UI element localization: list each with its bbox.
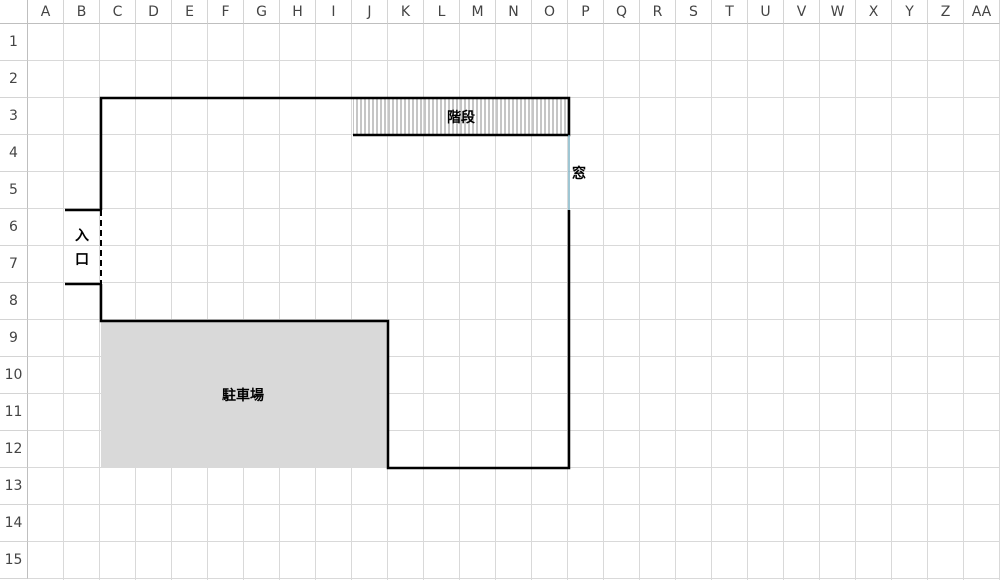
row-header-3[interactable]: 3 (0, 98, 28, 135)
parking-label: 駐車場 (222, 388, 264, 404)
column-header-r[interactable]: R (640, 0, 676, 24)
row-header-9[interactable]: 9 (0, 320, 28, 357)
column-header-j[interactable]: J (352, 0, 388, 24)
column-header-x[interactable]: X (856, 0, 892, 24)
column-header-g[interactable]: G (244, 0, 280, 24)
column-header-a[interactable]: A (28, 0, 64, 24)
column-header-w[interactable]: W (820, 0, 856, 24)
column-header-v[interactable]: V (784, 0, 820, 24)
column-header-l[interactable]: L (424, 0, 460, 24)
row-header-8[interactable]: 8 (0, 283, 28, 320)
building-wall (99, 96, 571, 210)
entrance-label-bottom: 口 (75, 252, 89, 268)
column-header-z[interactable]: Z (928, 0, 964, 24)
row-header-4[interactable]: 4 (0, 135, 28, 172)
row-header-5[interactable]: 5 (0, 172, 28, 209)
parking-area (101, 321, 388, 467)
column-header-f[interactable]: F (208, 0, 244, 24)
column-header-q[interactable]: Q (604, 0, 640, 24)
row-header-13[interactable]: 13 (0, 468, 28, 505)
column-header-y[interactable]: Y (892, 0, 928, 24)
select-all-corner[interactable] (0, 0, 28, 24)
column-header-e[interactable]: E (172, 0, 208, 24)
column-header-o[interactable]: O (532, 0, 568, 24)
row-header-7[interactable]: 7 (0, 246, 28, 283)
column-header-k[interactable]: K (388, 0, 424, 24)
column-header-h[interactable]: H (280, 0, 316, 24)
row-header-14[interactable]: 14 (0, 505, 28, 542)
column-header-p[interactable]: P (568, 0, 604, 24)
window-label: 窓 (572, 166, 586, 182)
column-header-c[interactable]: C (100, 0, 136, 24)
stairs-label: 階段 (447, 110, 475, 126)
row-header-15[interactable]: 15 (0, 542, 28, 579)
entrance-label-top: 入 (75, 228, 89, 244)
row-header-12[interactable]: 12 (0, 431, 28, 468)
row-header-1[interactable]: 1 (0, 24, 28, 61)
row-header-10[interactable]: 10 (0, 357, 28, 394)
row-header-6[interactable]: 6 (0, 209, 28, 246)
column-header-u[interactable]: U (748, 0, 784, 24)
column-header-i[interactable]: I (316, 0, 352, 24)
column-header-n[interactable]: N (496, 0, 532, 24)
row-header-2[interactable]: 2 (0, 61, 28, 98)
column-header-m[interactable]: M (460, 0, 496, 24)
column-header-t[interactable]: T (712, 0, 748, 24)
row-header-11[interactable]: 11 (0, 394, 28, 431)
column-header-b[interactable]: B (64, 0, 100, 24)
column-header-d[interactable]: D (136, 0, 172, 24)
building-wall-right (99, 210, 571, 470)
stairs-area (353, 99, 568, 134)
column-header-s[interactable]: S (676, 0, 712, 24)
